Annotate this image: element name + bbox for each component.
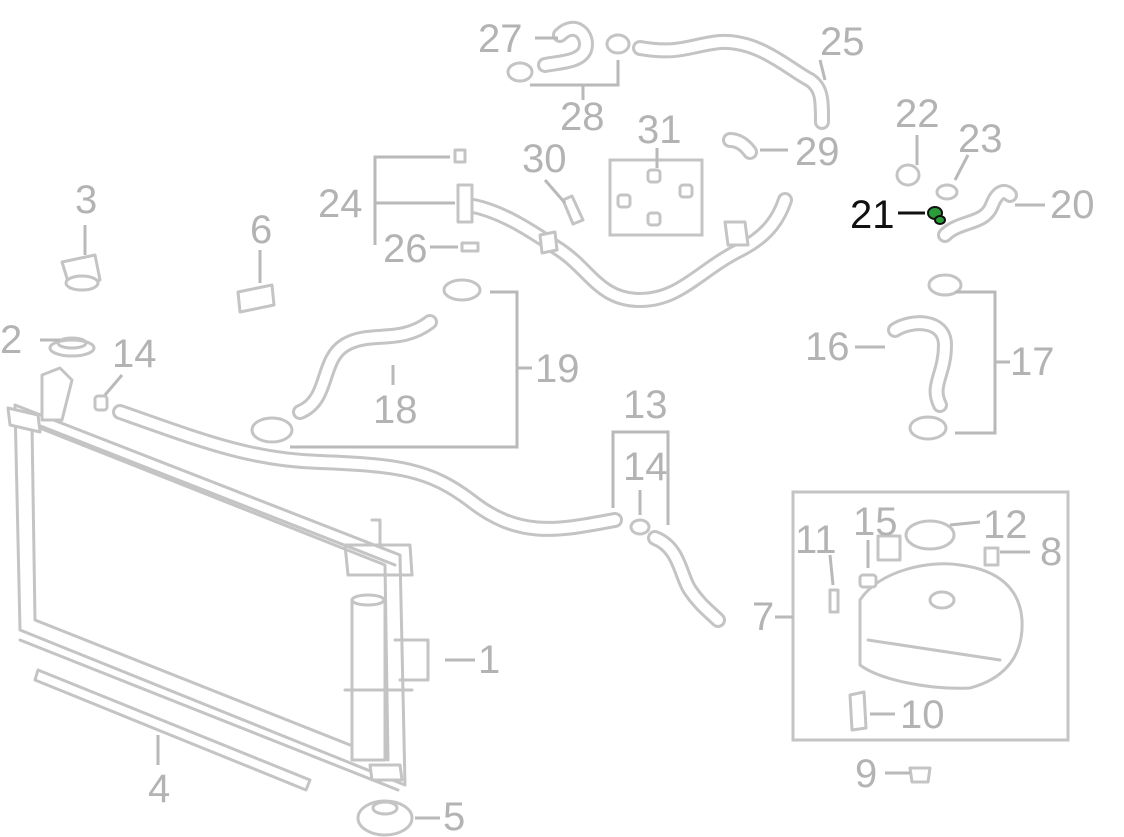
radiator-hose[interactable] <box>250 278 482 444</box>
callout-25[interactable]: 25 <box>820 20 865 64</box>
callout-16[interactable]: 16 <box>805 325 850 369</box>
callout-20[interactable]: 20 <box>1050 183 1095 227</box>
callout-6[interactable]: 6 <box>250 208 272 252</box>
callout-1[interactable]: 1 <box>478 638 500 682</box>
callout-26[interactable]: 26 <box>383 227 428 271</box>
bleed-valve[interactable] <box>93 394 109 412</box>
callout-30[interactable]: 30 <box>522 137 567 181</box>
callout-labels: 1 2 3 4 5 6 7 8 9 10 11 12 13 14 14 15 1… <box>0 17 1095 837</box>
callout-11[interactable]: 11 <box>795 518 837 562</box>
callout-5[interactable]: 5 <box>443 795 465 837</box>
callout-28[interactable]: 28 <box>560 95 605 139</box>
callout-4[interactable]: 4 <box>148 767 170 811</box>
leader-lines <box>40 36 1045 820</box>
callout-9[interactable]: 9 <box>855 752 877 796</box>
callout-24[interactable]: 24 <box>318 182 363 226</box>
callout-29[interactable]: 29 <box>795 130 840 174</box>
callout-23[interactable]: 23 <box>958 117 1003 161</box>
callout-18[interactable]: 18 <box>373 388 418 432</box>
reservoir-group[interactable] <box>791 490 1070 784</box>
radiator-cap[interactable] <box>48 336 96 358</box>
callout-3[interactable]: 3 <box>75 178 97 222</box>
callout-17[interactable]: 17 <box>1010 340 1055 384</box>
part-21-highlighted[interactable] <box>927 206 946 225</box>
radiator-mount[interactable] <box>356 799 414 837</box>
overflow-hose[interactable] <box>112 404 726 628</box>
callout-14-left[interactable]: 14 <box>112 332 157 376</box>
callout-31[interactable]: 31 <box>637 108 682 152</box>
callout-22[interactable]: 22 <box>895 92 940 136</box>
callout-27[interactable]: 27 <box>478 17 523 61</box>
callout-19[interactable]: 19 <box>535 347 580 391</box>
callout-7[interactable]: 7 <box>752 595 774 639</box>
callout-13[interactable]: 13 <box>623 383 668 427</box>
reservoir-cap[interactable] <box>60 253 102 292</box>
callout-10[interactable]: 10 <box>900 693 945 737</box>
lower-seal[interactable] <box>33 668 312 792</box>
callout-15[interactable]: 15 <box>853 500 898 544</box>
bracket[interactable] <box>236 283 276 314</box>
callout-14-right[interactable]: 14 <box>623 445 668 489</box>
heater-hose-assembly[interactable] <box>453 148 793 308</box>
bypass-hose[interactable] <box>506 20 830 160</box>
callout-21[interactable]: 21 <box>850 193 895 237</box>
radiator[interactable] <box>6 366 430 792</box>
outlet-hose[interactable] <box>887 163 1018 441</box>
callout-2[interactable]: 2 <box>0 318 22 362</box>
callout-8[interactable]: 8 <box>1040 530 1062 574</box>
callout-12[interactable]: 12 <box>983 503 1028 547</box>
